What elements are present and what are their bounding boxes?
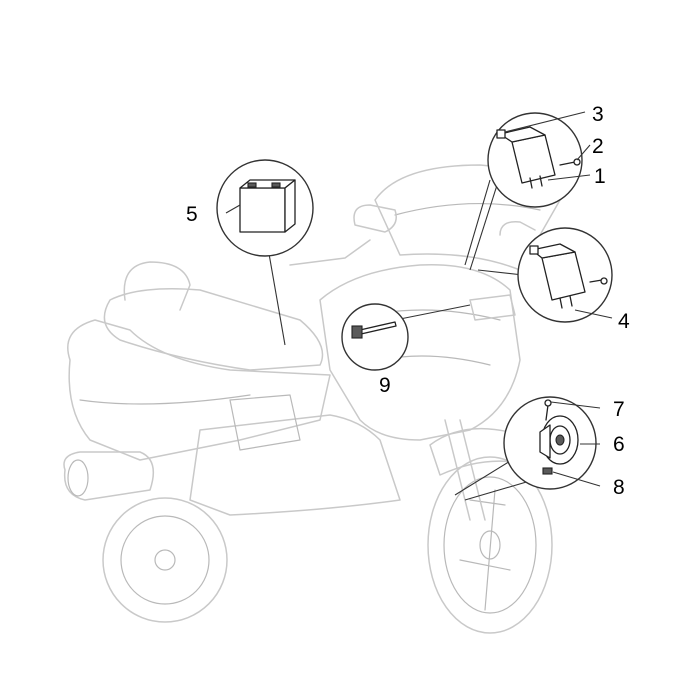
callout-8: 8 xyxy=(613,476,625,499)
detail-battery xyxy=(216,159,314,257)
detail-horn xyxy=(503,396,601,490)
callout-3: 3 xyxy=(592,103,604,126)
scooter-silhouette xyxy=(63,164,561,634)
callouts: 1 2 3 4 5 6 7 8 9 xyxy=(186,103,630,499)
callout-9: 9 xyxy=(379,374,391,397)
callout-5: 5 xyxy=(186,203,198,226)
detail-relay-upper xyxy=(487,111,591,208)
callout-4: 4 xyxy=(618,310,630,333)
callout-1: 1 xyxy=(594,165,606,188)
callout-6: 6 xyxy=(613,433,625,456)
detail-bolt xyxy=(341,303,409,371)
detail-relay-lower xyxy=(517,227,613,323)
callout-7: 7 xyxy=(613,398,625,421)
callout-2: 2 xyxy=(592,135,604,158)
